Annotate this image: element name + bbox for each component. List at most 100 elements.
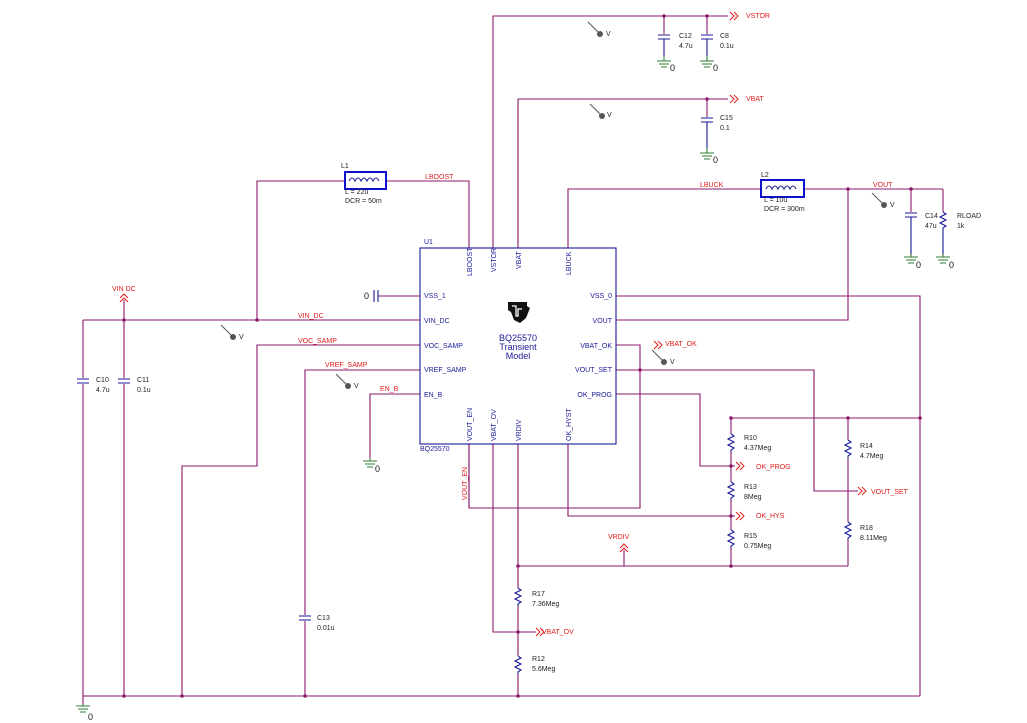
ground-icon: 0 xyxy=(936,254,954,270)
ground-icon: 0 xyxy=(700,56,718,73)
resistor-rload[interactable]: RLOAD 1k xyxy=(938,211,981,254)
capacitor-c12[interactable]: C12 4.7u xyxy=(658,33,693,56)
chip-title-line-2: Transient xyxy=(499,342,537,352)
voltage-probe-icon[interactable]: V xyxy=(589,103,612,119)
junction-dot xyxy=(122,318,126,322)
wire-vref-samp xyxy=(304,369,420,615)
voltage-probe-icon[interactable]: V xyxy=(220,324,244,341)
capacitor-c8-value: 0.1u xyxy=(720,43,734,50)
pin-vout-en: VOUT_EN xyxy=(467,408,474,441)
junction-dot xyxy=(516,694,520,698)
resistor-r12[interactable]: R12 5.6Meg xyxy=(513,655,555,674)
junction-dot xyxy=(180,694,184,698)
net-arrow-icon xyxy=(535,627,545,637)
net-label-lbuck: LBUCK xyxy=(700,182,724,189)
inductor-l2[interactable]: L2 L = 10u DCR = 300m xyxy=(760,172,805,213)
net-arrow-icon xyxy=(857,486,867,496)
wire-voc-samp xyxy=(181,344,420,696)
chip-ref: U1 xyxy=(424,239,433,246)
resistor-r13[interactable]: R13 8Meg xyxy=(726,481,762,501)
ground-icon: 0 xyxy=(904,254,921,270)
pin-en-b: EN_B xyxy=(424,392,443,399)
junction-dot xyxy=(638,368,642,372)
chip-title-line-1: BQ25570 xyxy=(499,333,537,343)
svg-text:0: 0 xyxy=(916,260,921,270)
junction-dots xyxy=(122,14,922,698)
voltage-probe-icon[interactable]: V xyxy=(335,373,359,390)
svg-text:0: 0 xyxy=(88,712,93,722)
junction-dot xyxy=(662,14,666,18)
pin-vref-samp: VREF_SAMP xyxy=(424,367,467,374)
resistor-icon xyxy=(938,211,948,254)
inductor-l2-box[interactable] xyxy=(760,179,805,198)
wire-lboost-right xyxy=(386,180,470,248)
resistor-r12-value: 5.6Meg xyxy=(532,666,555,673)
pin-lboost: LBOOST xyxy=(467,247,474,276)
wire-vss0 xyxy=(616,295,921,696)
pin-ok-prog: OK_PROG xyxy=(577,392,612,399)
resistor-r14-ref: R14 xyxy=(860,443,873,450)
wire-ok-hyst xyxy=(567,444,735,517)
resistor-r14[interactable]: R14 4.7Meg xyxy=(843,439,883,460)
voltage-probe-icon[interactable]: V xyxy=(871,192,895,209)
resistor-rload-value: 1k xyxy=(957,223,965,230)
capacitor-c13-value: 0.01u xyxy=(317,625,335,632)
capacitor-c15[interactable]: C15 0.1 xyxy=(701,115,733,148)
capacitor-c11-value: 0.1u xyxy=(137,387,151,394)
resistor-icon xyxy=(513,655,523,674)
wire-vbat-ov xyxy=(492,444,536,633)
net-arrow-icon xyxy=(119,293,129,303)
pin-vout-set: VOUT_SET xyxy=(575,367,613,374)
voltage-probe-icon[interactable]: V xyxy=(651,349,675,366)
resistor-r18[interactable]: R18 8.11Meg xyxy=(843,521,887,542)
chip-body[interactable] xyxy=(419,247,617,445)
resistor-icon xyxy=(513,587,523,606)
capacitor-icon xyxy=(118,378,130,384)
capacitor-c14[interactable]: C14 47u xyxy=(905,212,938,254)
resistor-r10[interactable]: R10 4.37Meg xyxy=(726,433,771,452)
resistor-r18-ref: R18 xyxy=(860,525,873,532)
inductor-l1-value: L = 22u xyxy=(345,189,368,196)
net-label-vout: VOUT xyxy=(873,182,893,189)
net-label-ok-hys: OK_HYS xyxy=(756,513,785,520)
net-arrow-icon xyxy=(735,511,745,521)
junction-dot xyxy=(516,564,520,568)
inductor-l1-box[interactable] xyxy=(344,171,387,190)
junction-dot xyxy=(122,694,126,698)
resistor-r10-value: 4.37Meg xyxy=(744,445,771,452)
wire-en-b xyxy=(369,393,420,458)
svg-text:0: 0 xyxy=(713,63,718,73)
resistor-icon xyxy=(726,481,736,500)
capacitor-c11[interactable]: C11 0.1u xyxy=(118,377,151,394)
resistor-r15[interactable]: R15 0.75Meg xyxy=(726,529,771,550)
wire-lbuck xyxy=(567,188,761,248)
junction-dot xyxy=(729,564,733,568)
capacitor-c10[interactable]: C10 4.7u xyxy=(77,377,110,394)
capacitor-icon xyxy=(701,117,713,148)
junction-dot xyxy=(909,187,913,191)
inductor-coil-icon xyxy=(765,185,797,191)
resistor-icon xyxy=(726,433,736,452)
voltage-probe-icon[interactable]: V xyxy=(587,21,611,38)
inductor-l1[interactable]: L1 L = 22u DCR = 50m xyxy=(341,163,387,205)
capacitor-c13[interactable]: C13 0.01u xyxy=(299,615,335,632)
ground-icon: 0 xyxy=(76,704,93,722)
inductor-l2-ref: L2 xyxy=(761,172,769,179)
wire-lboost-left xyxy=(256,180,345,320)
capacitor-c14-value: 47u xyxy=(925,223,937,230)
net-label-vstor: VSTOR xyxy=(746,13,770,20)
ground-icon: 0 xyxy=(657,56,675,73)
capacitor-c13-ref: C13 xyxy=(317,615,330,622)
pin-vss-1: VSS_1 xyxy=(424,293,446,300)
capacitor-c8[interactable]: C8 0.1u xyxy=(701,33,734,56)
resistor-r17[interactable]: R17 7.36Meg xyxy=(513,587,559,608)
net-label-en-b: EN_B xyxy=(380,386,399,393)
chip-u1[interactable]: U1 BQ25570 BQ25570 Transient Model VSS_1… xyxy=(419,239,617,453)
resistor-r13-value: 8Meg xyxy=(744,494,762,501)
pin-vrdiv: VRDIV xyxy=(516,419,523,441)
vss1-source[interactable]: 0 xyxy=(364,290,379,302)
inductor-l2-value: L = 10u xyxy=(764,197,787,204)
grounds: 0 0 0 0 0 0 0 xyxy=(76,56,954,722)
net-label-vbat-ov: VBAT_OV xyxy=(542,629,574,636)
